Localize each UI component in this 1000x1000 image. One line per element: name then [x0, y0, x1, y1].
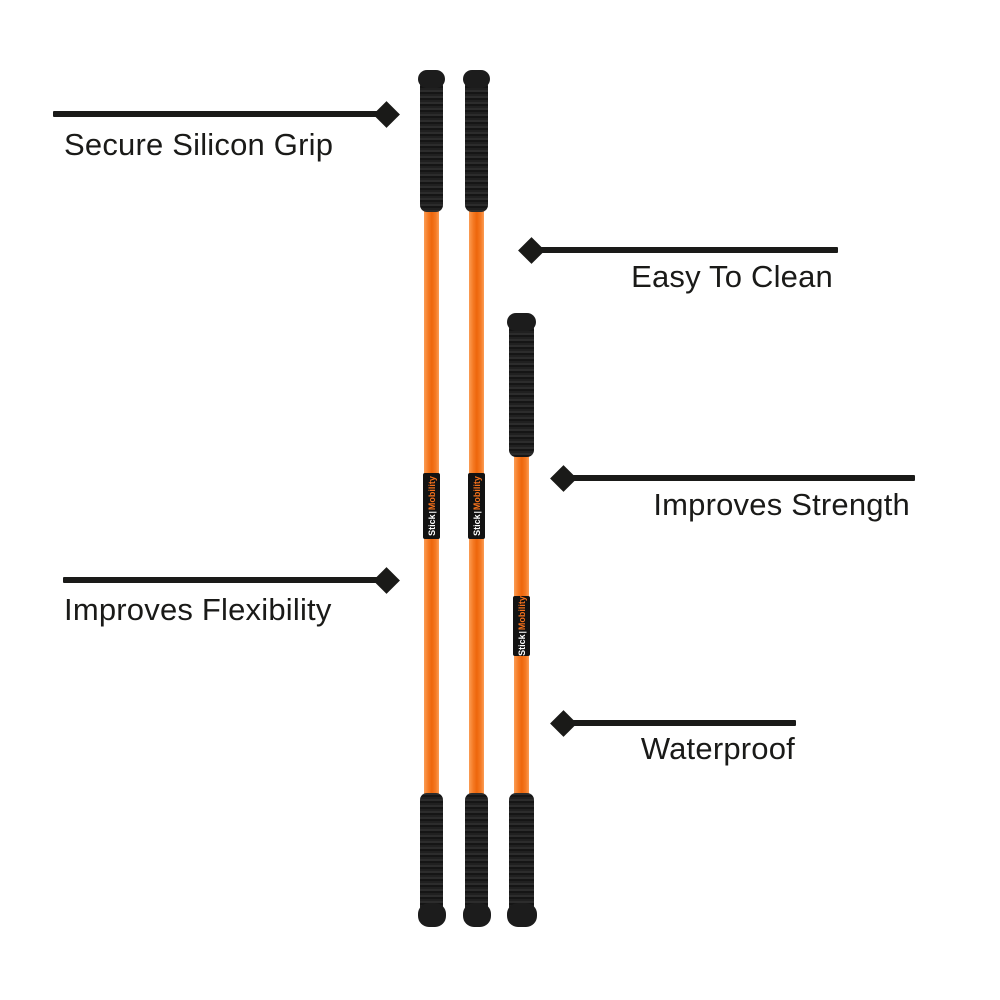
brand-text: Stick|Mobility — [517, 596, 527, 656]
brand-separator: | — [517, 631, 527, 634]
training-stick-long-1: Stick|Mobility — [417, 70, 446, 927]
callout-line — [566, 720, 796, 726]
callout-line — [63, 577, 383, 583]
brand-word-mobility: Mobility — [426, 476, 437, 511]
brand-word-stick: Stick — [516, 634, 527, 656]
callout-label: Secure Silicon Grip — [64, 127, 334, 162]
training-stick-short: Stick|Mobility — [506, 313, 537, 927]
brand-separator: | — [472, 511, 482, 514]
silicon-grip-top — [418, 70, 445, 212]
brand-label: Stick|Mobility — [468, 473, 485, 539]
brand-word-mobility: Mobility — [471, 476, 482, 511]
silicon-grip-top — [507, 313, 536, 457]
callout-label: Improves Strength — [653, 487, 910, 522]
diamond-marker-icon — [373, 101, 400, 128]
brand-label: Stick|Mobility — [423, 473, 440, 539]
diamond-marker-icon — [373, 567, 400, 594]
silicon-grip-bottom — [506, 793, 537, 927]
brand-label: Stick|Mobility — [513, 596, 530, 656]
brand-word-stick: Stick — [471, 514, 482, 536]
training-stick-long-2: Stick|Mobility — [462, 70, 491, 927]
brand-word-mobility: Mobility — [516, 596, 527, 631]
brand-text: Stick|Mobility — [472, 476, 482, 536]
silicon-grip-top — [463, 70, 490, 212]
silicon-grip-bottom — [417, 793, 446, 927]
callout-line — [534, 247, 838, 253]
callout-line — [566, 475, 915, 481]
callout-label: Easy To Clean — [631, 259, 833, 294]
callout-label: Waterproof — [640, 731, 795, 766]
brand-text: Stick|Mobility — [427, 476, 437, 536]
silicon-grip-bottom — [462, 793, 491, 927]
callout-label: Improves Flexibility — [64, 592, 332, 627]
brand-word-stick: Stick — [426, 514, 437, 536]
brand-separator: | — [427, 511, 437, 514]
callout-line — [53, 111, 383, 117]
